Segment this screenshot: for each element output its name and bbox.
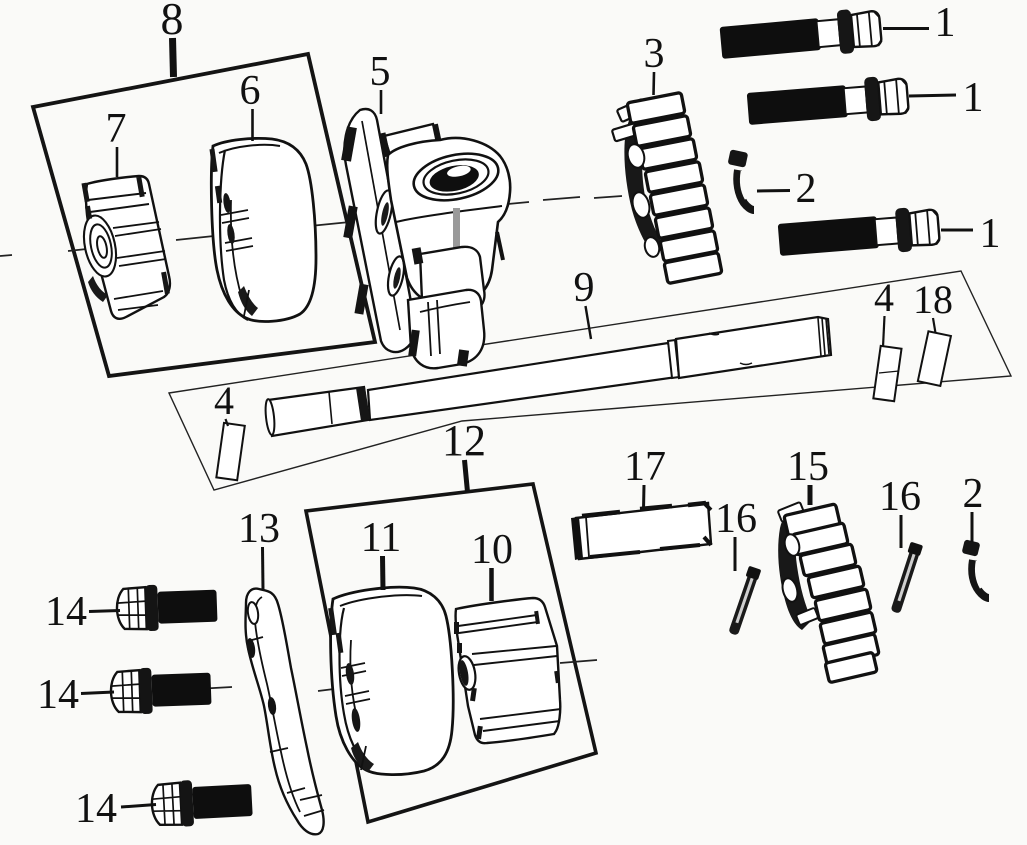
svg-text:2: 2: [963, 471, 984, 517]
svg-text:12: 12: [442, 416, 486, 465]
svg-text:3: 3: [644, 31, 665, 77]
svg-text:1: 1: [980, 211, 1001, 257]
svg-text:5: 5: [370, 49, 391, 95]
svg-text:4: 4: [874, 275, 894, 320]
svg-text:16: 16: [715, 496, 757, 542]
svg-text:7: 7: [106, 106, 127, 152]
svg-text:14: 14: [75, 786, 117, 832]
svg-text:1: 1: [935, 0, 956, 46]
svg-text:4: 4: [214, 378, 234, 423]
svg-text:8: 8: [161, 0, 184, 44]
svg-text:14: 14: [45, 589, 87, 635]
svg-text:17: 17: [624, 444, 666, 490]
svg-text:13: 13: [238, 506, 280, 552]
svg-text:16: 16: [879, 474, 921, 520]
svg-text:9: 9: [574, 265, 595, 311]
svg-text:11: 11: [361, 515, 401, 561]
svg-text:18: 18: [913, 277, 953, 322]
svg-text:1: 1: [963, 75, 984, 121]
svg-text:14: 14: [37, 672, 79, 718]
svg-text:2: 2: [796, 166, 817, 212]
svg-text:10: 10: [471, 527, 513, 573]
svg-text:15: 15: [787, 444, 829, 490]
svg-text:6: 6: [240, 68, 261, 114]
